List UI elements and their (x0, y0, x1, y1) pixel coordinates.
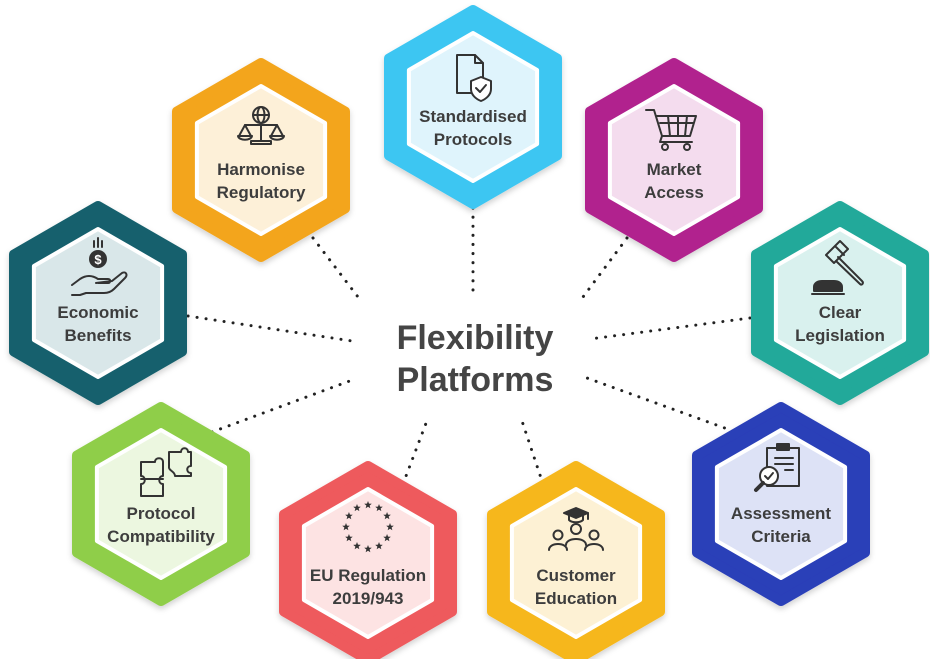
hex-inner-panel (194, 84, 328, 236)
puzzle-icon (140, 447, 192, 497)
connector-lines (186, 206, 752, 486)
node-label-line1: Customer (536, 566, 616, 585)
center-title-line1: Flexibility (397, 319, 554, 357)
node-label-line2: Regulatory (217, 183, 306, 202)
document-shield-icon (456, 54, 492, 102)
node-label-line1: Protocol (127, 504, 196, 523)
node-label-line1: Market (647, 160, 702, 179)
node-label-line1: EU Regulation (310, 566, 426, 585)
hex-inner-panel (714, 428, 848, 580)
connector-assessment-criteria (585, 376, 735, 433)
connector-protocol-compatibility (210, 377, 357, 434)
node-label-line2: 2019/943 (333, 589, 404, 608)
hex-inner-panel (509, 487, 643, 639)
hex-node-assessment-criteria: Assessment Criteria (692, 402, 870, 606)
connector-eu-regulation (401, 416, 430, 486)
eu-star (383, 512, 391, 520)
hex-node-standardised-protocols: Standardised Protocols (384, 5, 562, 209)
hex-node-harmonise-regulatory: Harmonise Regulatory (172, 58, 350, 262)
gavel-icon (811, 240, 864, 295)
eu-star (375, 542, 383, 550)
connector-customer-education (519, 416, 545, 486)
connector-clear-legislation (588, 316, 752, 341)
hex-inner-panel (607, 84, 741, 236)
eu-star (364, 545, 372, 553)
node-label-line1: Standardised (419, 107, 527, 126)
hex-node-market-access: Market Access (585, 58, 763, 262)
node-label-line2: Legislation (795, 326, 885, 345)
hex-node-clear-legislation: Clear Legislation (751, 201, 929, 405)
node-label-line2: Benefits (64, 326, 131, 345)
node-label-line2: Criteria (751, 527, 811, 546)
eu-star (386, 523, 394, 531)
hex-inner-panel (773, 227, 907, 379)
hex-node-protocol-compatibility: Protocol Compatibility (72, 402, 250, 606)
svg-text:$: $ (94, 252, 102, 267)
node-label-line1: Clear (819, 303, 862, 322)
eu-star (364, 501, 372, 509)
connector-market-access (581, 236, 629, 299)
eu-star (342, 523, 350, 531)
hex-inner-panel (94, 428, 228, 580)
eu-star (383, 534, 391, 542)
eu-star (375, 503, 383, 512)
hex-inner-panel (301, 487, 435, 639)
node-label-line2: Education (535, 589, 617, 608)
node-label-line1: Assessment (731, 504, 832, 523)
eu-star (353, 542, 361, 550)
hex-node-economic-benefits: $ Economic Benefits (9, 201, 187, 405)
connector-harmonise-regulatory (311, 236, 360, 299)
clipboard-magnifier-icon (754, 443, 800, 492)
node-label-line2: Access (644, 183, 704, 202)
hex-node-eu-regulation: EU Regulation 2019/943 (279, 461, 457, 659)
center-title: Flexibility Platforms (397, 319, 554, 399)
node-label-line1: Harmonise (217, 160, 305, 179)
eu-star (353, 503, 361, 512)
hex-inner-panel (31, 227, 165, 379)
eu-stars-icon (342, 501, 394, 553)
hand-coin-icon: $ (71, 237, 128, 296)
center-title-line2: Platforms (397, 361, 554, 399)
connector-economic-benefits (186, 314, 354, 343)
eu-star (345, 512, 353, 520)
eu-star (345, 534, 353, 542)
globe-scales-icon (237, 106, 285, 145)
node-label-line2: Protocols (434, 130, 512, 149)
hex-node-customer-education: Customer Education (487, 461, 665, 659)
shopping-cart-icon (645, 109, 697, 151)
node-label-line1: Economic (57, 303, 138, 322)
graduation-group-icon (548, 507, 604, 551)
node-label-line2: Compatibility (107, 527, 215, 546)
hex-inner-panel (406, 31, 540, 183)
